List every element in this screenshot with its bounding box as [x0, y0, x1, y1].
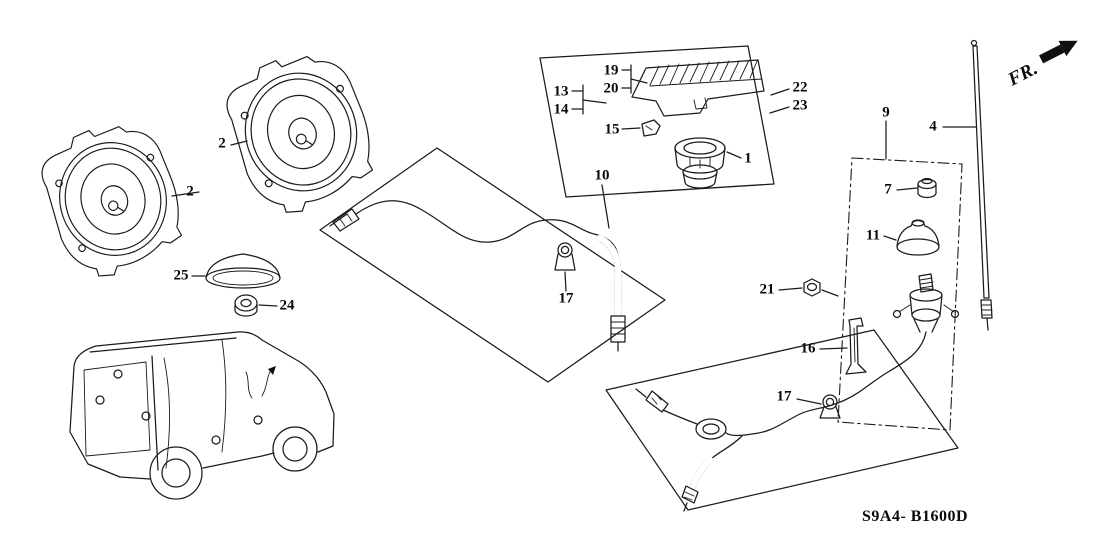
antenna-mast	[970, 39, 993, 331]
panel-clip	[641, 119, 661, 137]
fr-arrow-icon	[1039, 40, 1078, 64]
part-label-11: 11	[865, 227, 881, 244]
part-label-17-middle: 17	[558, 290, 574, 307]
front-speaker	[216, 39, 387, 225]
car-body	[69, 331, 335, 500]
grommet-assembly-boundary	[539, 45, 775, 198]
part-label-14: 14	[553, 101, 569, 118]
diagram-code: S9A4- B1600D	[861, 508, 969, 525]
antenna-sub-cable	[329, 200, 626, 352]
part-label-1: 1	[744, 150, 752, 167]
fr-direction-label: FR.	[1004, 58, 1041, 91]
part-label-19: 19	[603, 62, 619, 79]
cable-clamp-right	[819, 394, 841, 419]
rear-speaker	[31, 110, 195, 288]
part-label-2-rear: 2	[186, 183, 194, 200]
car-pointer-arrow-icon	[268, 366, 276, 375]
part-label-9: 9	[882, 104, 890, 121]
part-label-20: 20	[603, 80, 619, 97]
antenna-mount-boundary	[837, 157, 963, 431]
front-direction-marker: FR.	[1004, 40, 1078, 91]
part-label-23: 23	[792, 97, 808, 114]
antenna-base-cover	[205, 253, 281, 289]
antenna-base-unit	[892, 273, 960, 333]
roof-panel	[631, 59, 765, 117]
antenna-sub-cable-boundary	[319, 147, 666, 383]
part-label-25: 25	[173, 267, 189, 284]
main-feeder-cable	[635, 331, 927, 512]
mast-nut	[917, 177, 937, 199]
antenna-bezel	[896, 219, 940, 256]
base-nut	[803, 278, 821, 297]
part-label-2-front: 2	[218, 135, 226, 152]
part-label-17-right: 17	[776, 388, 792, 405]
main-feeder-boundary	[605, 329, 959, 511]
antenna-nut	[234, 294, 258, 317]
cable-clamp-middle	[554, 242, 576, 271]
part-label-4: 4	[929, 118, 937, 135]
part-label-15: 15	[604, 121, 620, 138]
part-label-10: 10	[594, 167, 610, 184]
mount-bracket	[845, 317, 867, 375]
antenna-grommet-base	[674, 137, 726, 189]
leader-lines	[171, 64, 977, 405]
part-label-13: 13	[553, 83, 569, 100]
part-label-16: 16	[800, 340, 816, 357]
part-label-24: 24	[279, 297, 295, 314]
part-label-21: 21	[759, 281, 775, 298]
part-label-7: 7	[884, 181, 892, 198]
part-label-22: 22	[792, 79, 808, 96]
